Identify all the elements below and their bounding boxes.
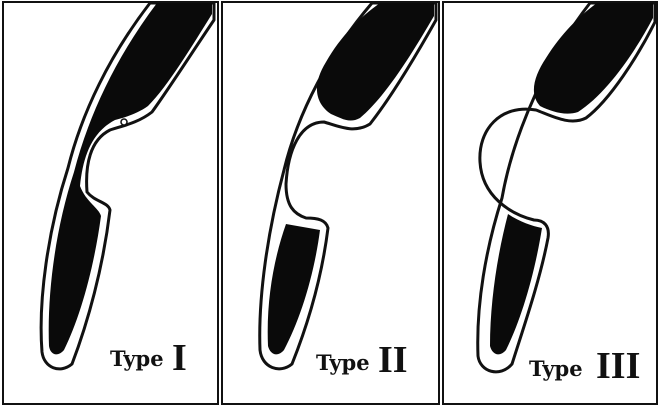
small-pore xyxy=(121,119,127,125)
panel-type-3: Type III xyxy=(443,2,657,404)
type-label-word: Type xyxy=(110,346,164,371)
type-label-word: Type xyxy=(529,356,583,381)
type-label-numeral: I xyxy=(172,337,187,379)
panel-type-1: Type I xyxy=(3,2,218,404)
type-label-numeral: III xyxy=(596,345,640,387)
type-label-word: Type xyxy=(316,350,370,375)
type-label-numeral: II xyxy=(378,339,408,381)
panel-type-2: Type II xyxy=(222,2,439,404)
